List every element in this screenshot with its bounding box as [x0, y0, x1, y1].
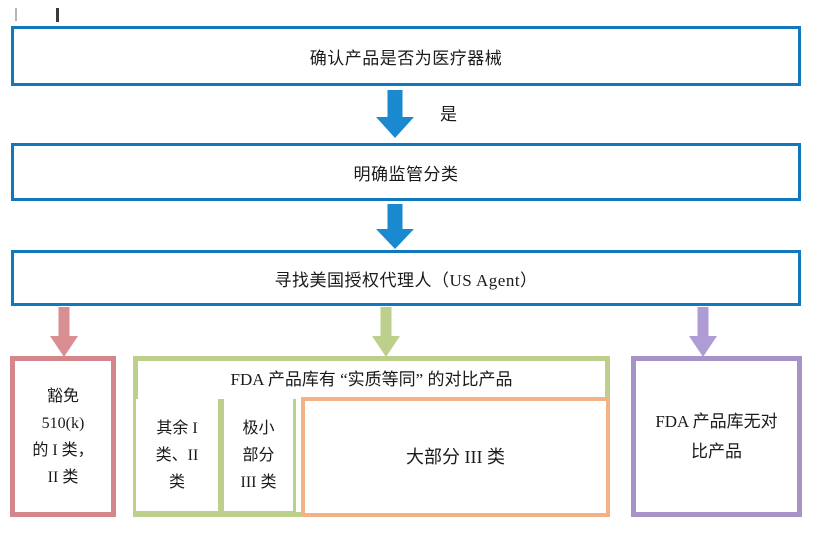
connector-arrow-1-shaft	[387, 90, 403, 118]
branch-arrow-left-head	[50, 336, 78, 357]
connector-arrow-1	[371, 90, 419, 138]
branch-arrow-right-head	[689, 336, 717, 357]
outcome-sub-box-most-class-iii[interactable]: 大部分 III 类	[301, 397, 610, 517]
outcome-box-equivalent[interactable]: FDA 产品库有 “实质等同” 的对比产品 其余 I 类、II 类 极小 部分 …	[133, 356, 610, 517]
outcome-sub-small-part-line-1: 极小	[242, 419, 275, 437]
outcome-no-predicate-line-2: 比产品	[691, 441, 742, 461]
outcome-no-predicate-line-1: FDA 产品库无对	[655, 411, 778, 431]
outcome-exempt-line-1: 豁免	[46, 387, 79, 405]
process-box-confirm-device[interactable]: 确认产品是否为医疗器械	[11, 26, 801, 86]
outcome-exempt-line-2: 510(k)	[41, 414, 85, 432]
ruler-tick-center	[56, 8, 59, 22]
outcome-sub-small-part-line-2: 部分	[242, 446, 275, 464]
connector-arrow-1-label: 是	[440, 105, 457, 124]
process-box-regulatory-class-label: 明确监管分类	[353, 164, 459, 184]
outcome-equivalent-header: FDA 产品库有 “实质等同” 的对比产品	[138, 361, 605, 399]
branch-arrow-right	[686, 307, 720, 357]
ruler-tick-left	[15, 8, 17, 21]
branch-arrow-left	[47, 307, 81, 357]
outcome-box-no-predicate[interactable]: FDA 产品库无对 比产品	[631, 356, 802, 517]
connector-arrow-2-head	[376, 229, 414, 249]
outcome-sub-remaining-line-3: 类	[168, 473, 185, 491]
outcome-exempt-line-4: II 类	[47, 468, 79, 486]
outcome-sub-remaining-line-2: 类、II	[155, 446, 199, 464]
outcome-sub-box-remaining[interactable]: 其余 I 类、II 类	[136, 399, 221, 514]
process-box-us-agent[interactable]: 寻找美国授权代理人（US Agent）	[11, 250, 801, 306]
branch-arrow-middle-shaft	[380, 307, 392, 337]
outcome-sub-most-class-iii-label: 大部分 III 类	[406, 447, 505, 467]
branch-arrow-middle-head	[372, 336, 400, 357]
branch-arrow-left-shaft	[58, 307, 70, 337]
branch-arrow-middle	[369, 307, 403, 357]
outcome-sub-remaining-line-1: 其余 I	[156, 419, 198, 437]
outcome-exempt-line-3: 的 I 类，	[32, 441, 94, 459]
connector-arrow-2-shaft	[387, 204, 403, 230]
process-box-regulatory-class[interactable]: 明确监管分类	[11, 143, 801, 201]
connector-arrow-1-head	[376, 117, 414, 138]
process-box-confirm-device-label: 确认产品是否为医疗器械	[309, 48, 503, 68]
outcome-sub-small-part-line-3: III 类	[240, 473, 277, 491]
connector-arrow-2	[371, 204, 419, 249]
branch-arrow-right-shaft	[697, 307, 709, 337]
process-box-us-agent-label: 寻找美国授权代理人（US Agent）	[274, 270, 538, 290]
outcome-equivalent-header-label: FDA 产品库有 “实质等同” 的对比产品	[230, 370, 513, 389]
outcome-box-exempt[interactable]: 豁免 510(k) 的 I 类， II 类	[10, 356, 116, 517]
outcome-sub-box-small-part[interactable]: 极小 部分 III 类	[221, 399, 296, 514]
